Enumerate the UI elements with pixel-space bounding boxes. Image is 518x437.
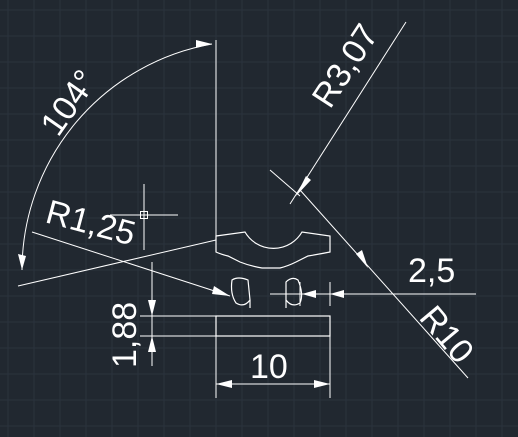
width-10-label: 10	[250, 348, 288, 386]
angle-dimension	[17, 40, 217, 287]
cursor-crosshair	[110, 184, 178, 250]
radius-10-leader	[299, 189, 469, 379]
radius-307-label: R3,07	[305, 18, 386, 115]
offset-2-5-dimension	[270, 282, 476, 306]
radius-10-label: R10	[412, 299, 481, 371]
radius-307-leader	[269, 21, 407, 205]
height-1-88-dimension	[140, 262, 216, 366]
profile-geometry[interactable]	[215, 231, 331, 337]
height-1-88-label: 1,88	[106, 302, 144, 368]
offset-2-5-label: 2,5	[408, 252, 455, 290]
radius-125-leader	[31, 231, 231, 297]
width-10-dimension	[215, 336, 331, 398]
